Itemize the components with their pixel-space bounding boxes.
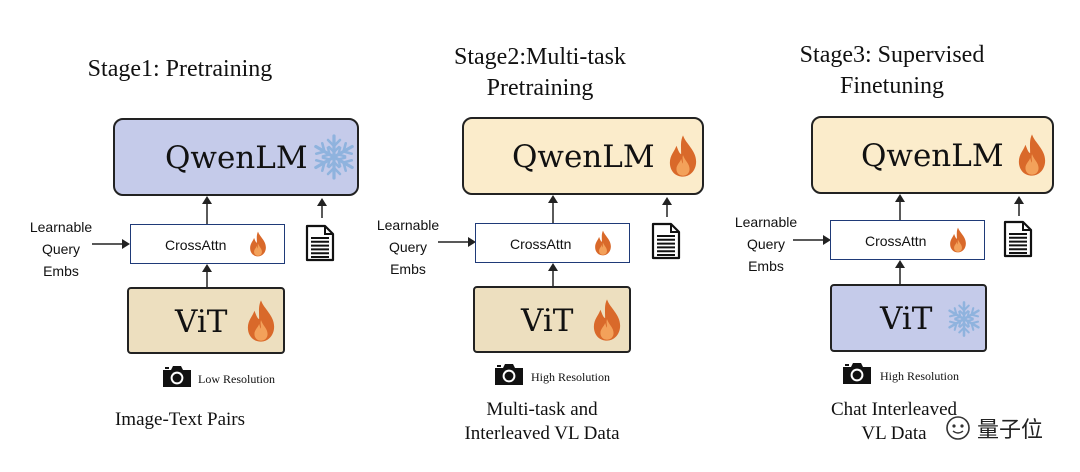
resolution-label: High Resolution [531,370,611,384]
data-line: Image-Text Pairs [114,409,246,430]
stage-title: Stage1: Pretraining [0,54,360,85]
stage-title-line: Stage3: Supervised [799,42,985,68]
vit-label: ViT [521,303,574,339]
arrow-right-icon [438,237,476,247]
qwenlm-label: QwenLM [861,138,1004,174]
query-line: Learnable [734,214,798,230]
snowflake-icon [314,134,354,180]
arrow-up-icon [548,195,558,223]
stage-title: Stage2:Multi-task Pretraining [360,42,720,104]
qwenlm-box: QwenLM [811,116,1054,194]
crossattn-label: CrossAttn [510,236,572,252]
arrow-up-icon [1014,196,1024,216]
watermark-logo-icon [946,416,970,440]
camera-icon [495,364,523,385]
data-line: Chat Interleaved [830,399,958,420]
arrow-up-icon [202,196,212,224]
qwenlm-label: QwenLM [165,140,308,176]
qwenlm-label: QwenLM [512,139,655,175]
crossattn-label: CrossAttn [165,237,227,253]
learnable-query-embs-label: Learnable Query Embs [18,216,104,282]
resolution-label: Low Resolution [198,372,275,386]
query-line: Embs [43,263,79,279]
arrow-up-icon [202,264,212,288]
stage-title-line: Stage1: Pretraining [87,56,273,82]
training-data-label: Multi-task and Interleaved VL Data [362,398,722,446]
document-icon [305,224,335,262]
learnable-query-embs-label: Learnable Query Embs [723,211,809,277]
vit-label: ViT [880,301,933,337]
flame-icon [950,227,966,253]
camera-icon [843,363,871,384]
data-line: Multi-task and [486,399,598,420]
arrow-up-icon [895,260,905,284]
training-data-label: Chat Interleaved VL Data [714,398,1074,446]
flame-icon [595,230,611,256]
watermark-text: 量子位 [977,418,1044,443]
arrow-up-icon [895,194,905,222]
qwenlm-box: QwenLM [462,117,704,195]
stage-title: Stage3: Supervised Finetuning [712,40,1072,102]
snowflake-icon [948,301,980,337]
flame-icon [593,299,621,341]
vit-box: ViT [830,284,987,352]
arrow-right-icon [793,235,831,245]
query-line: Query [388,239,428,255]
qwenlm-box: QwenLM [113,118,359,196]
document-icon [651,222,681,260]
query-line: Query [746,236,786,252]
query-line: Learnable [376,217,440,233]
crossattn-box: CrossAttn [830,220,985,260]
crossattn-box: CrossAttn [475,223,630,263]
stage-title-line: Finetuning [839,73,944,99]
arrow-up-icon [548,263,558,287]
arrow-up-icon [662,197,672,217]
document-icon [1003,220,1033,258]
flame-icon [1018,134,1046,176]
arrow-up-icon [317,198,327,218]
watermark: 量子位 [945,412,1043,444]
flame-icon [669,135,697,177]
flame-icon [250,231,266,257]
stage-1: Stage1: Pretraining QwenLM Learnable Que… [0,0,360,472]
learnable-query-embs-label: Learnable Query Embs [365,214,451,280]
vit-box: ViT [127,287,285,354]
data-line: VL Data [861,423,927,444]
stage-title-line: Pretraining [486,75,594,101]
camera-icon [163,366,191,387]
crossattn-box: CrossAttn [130,224,285,264]
vit-box: ViT [473,286,631,353]
training-data-label: Image-Text Pairs [0,408,360,432]
arrow-right-icon [92,239,130,249]
query-line: Embs [390,261,426,277]
crossattn-label: CrossAttn [865,233,927,249]
query-line: Query [41,241,81,257]
resolution-label: High Resolution [880,369,960,383]
flame-icon [247,300,275,342]
query-line: Embs [748,258,784,274]
stage-2: Stage2:Multi-task Pretraining QwenLM Lea… [360,0,720,472]
stage-title-line: Stage2:Multi-task [454,44,626,70]
query-line: Learnable [29,219,93,235]
data-line: Interleaved VL Data [464,423,620,444]
stage-3: Stage3: Supervised Finetuning QwenLM Lea… [720,0,1080,472]
vit-label: ViT [175,304,228,340]
